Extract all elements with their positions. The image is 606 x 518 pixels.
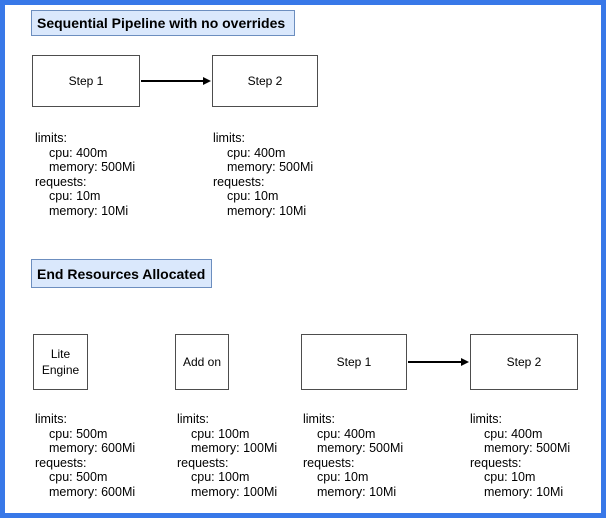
resources-lite-engine: limits: cpu: 500m memory: 600Mi requests… [35,412,135,500]
resource-line: requests: [213,174,265,189]
resource-line: requests: [35,174,87,189]
resource-line: memory: 600Mi [49,441,136,456]
resource-line: memory: 100Mi [191,441,278,456]
resource-line: memory: 500Mi [227,160,314,175]
resource-line: limits: [303,412,335,426]
resource-line: requests: [35,455,87,470]
resource-line: memory: 100Mi [191,484,278,499]
resources-add-on: limits: cpu: 100m memory: 100Mi requests… [177,412,277,500]
resource-line: memory: 10Mi [49,203,129,218]
resource-line: cpu: 10m [484,470,536,485]
resource-line: memory: 500Mi [49,160,136,175]
resource-line: limits: [35,412,67,426]
resource-line: cpu: 400m [317,426,376,441]
node-label: Step 1 [68,74,104,88]
node-add-on: Add on [175,334,229,390]
resource-line: cpu: 500m [49,426,108,441]
node-step1-pipeline: Step 1 [32,55,140,107]
node-step2-pipeline: Step 2 [212,55,318,107]
resource-line: limits: [470,412,502,426]
resource-line: cpu: 100m [191,426,250,441]
resource-line: memory: 500Mi [484,441,571,456]
node-label: Add on [182,355,222,369]
node-label: Lite Engine [41,347,80,377]
arrow-shaft [141,80,205,82]
node-lite-engine: Lite Engine [33,334,88,390]
resource-line: requests: [177,455,229,470]
resource-line: cpu: 10m [49,189,101,204]
node-label: Step 1 [336,355,372,369]
section-title-sequential-pipeline: Sequential Pipeline with no overrides [31,10,295,36]
resource-line: cpu: 400m [484,426,543,441]
resource-line: memory: 500Mi [317,441,404,456]
resource-line: requests: [303,455,355,470]
resource-line: limits: [177,412,209,426]
resource-line: memory: 10Mi [227,203,307,218]
resource-line: cpu: 10m [317,470,369,485]
node-step1-end: Step 1 [301,334,407,390]
resource-line: memory: 10Mi [484,484,564,499]
section-title-end-resources: End Resources Allocated [31,259,212,288]
resource-line: cpu: 400m [49,145,108,160]
resource-line: cpu: 400m [227,145,286,160]
resource-line: memory: 10Mi [317,484,397,499]
node-label: Step 2 [506,355,542,369]
node-label: Step 2 [247,74,283,88]
resources-step2-end: limits: cpu: 400m memory: 500Mi requests… [470,412,570,500]
arrow-step1-to-step2-end [408,357,469,367]
resource-line: cpu: 10m [227,189,279,204]
arrow-step1-to-step2-pipeline [141,76,211,86]
resource-line: limits: [213,131,245,145]
arrowhead-icon [203,77,211,85]
resource-line: cpu: 100m [191,470,250,485]
arrowhead-icon [461,358,469,366]
resource-line: limits: [35,131,67,145]
resource-line: requests: [470,455,522,470]
resources-step2-pipeline: limits: cpu: 400m memory: 500Mi requests… [213,131,313,219]
arrow-shaft [408,361,463,363]
resource-line: memory: 600Mi [49,484,136,499]
resources-step1-end: limits: cpu: 400m memory: 500Mi requests… [303,412,403,500]
node-step2-end: Step 2 [470,334,578,390]
resource-line: cpu: 500m [49,470,108,485]
resources-step1-pipeline: limits: cpu: 400m memory: 500Mi requests… [35,131,135,219]
